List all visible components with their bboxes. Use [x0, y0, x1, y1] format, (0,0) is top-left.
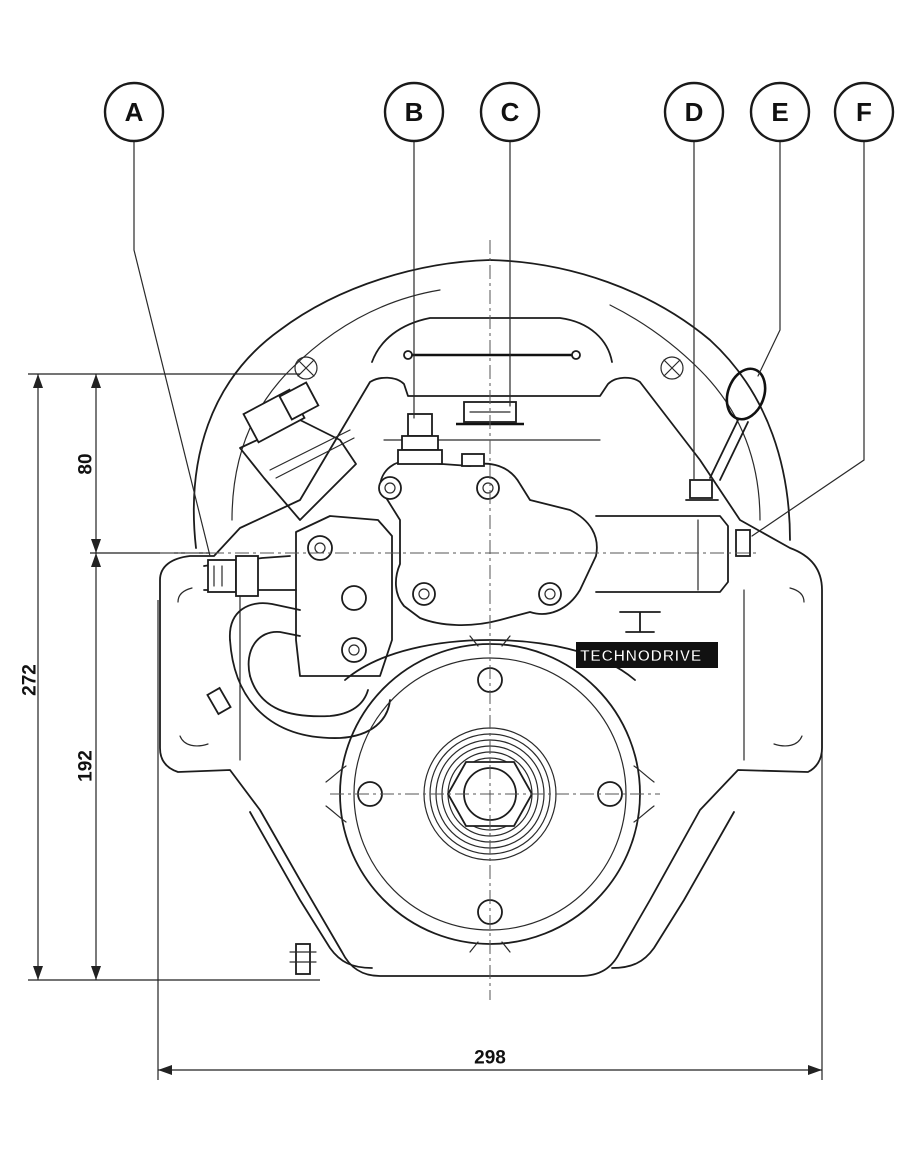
callout-f-label: F [856, 97, 872, 127]
callout-c-label: C [501, 97, 520, 127]
callout-e: E [749, 81, 811, 143]
callout-leaders [133, 139, 865, 557]
center-lines [160, 240, 760, 1000]
dim-label-80: 80 [76, 453, 97, 474]
callout-e-label: E [771, 97, 788, 127]
dim-label-298: 298 [474, 1048, 506, 1069]
dim-label-272: 272 [20, 664, 41, 696]
callout-f: F [833, 81, 895, 143]
brand-logo: TECHNODRIVE [576, 611, 718, 668]
callout-a-label: A [125, 97, 144, 127]
callout-c: C [479, 81, 541, 143]
dim-label-192: 192 [76, 750, 97, 782]
dimension-labels: 272 80 192 298 [20, 453, 506, 1068]
callout-b-label: B [405, 97, 424, 127]
callout-d-label: D [685, 97, 704, 127]
brand-name: TECHNODRIVE [580, 648, 702, 665]
callout-a: A [103, 81, 165, 143]
gearbox-body: TECHNODRIVE [159, 259, 823, 977]
dimension-lines [28, 373, 823, 1080]
component-details [397, 367, 767, 501]
callout-d: D [663, 81, 725, 143]
callout-b: B [383, 81, 445, 143]
